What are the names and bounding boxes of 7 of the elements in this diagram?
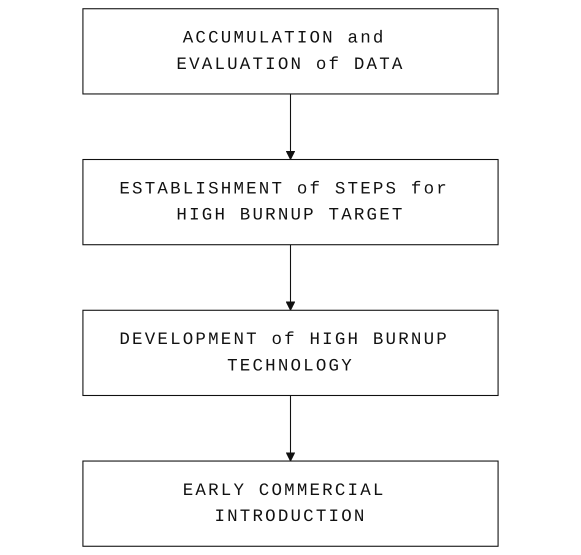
node-box: ESTABLISHMENT of STEPS for HIGH BURNUP TARGET — [82, 158, 499, 246]
node-box: EARLY COMMERCIAL INTRODUCTION — [82, 460, 499, 547]
arrow — [286, 94, 296, 160]
arrow — [286, 244, 296, 311]
node-box: ACCUMULATION and EVALUATION of DATA — [82, 8, 499, 94]
arrow — [286, 396, 296, 462]
node-box: DEVELOPMENT of HIGH BURNUP TECHNOLOGY — [82, 310, 499, 396]
